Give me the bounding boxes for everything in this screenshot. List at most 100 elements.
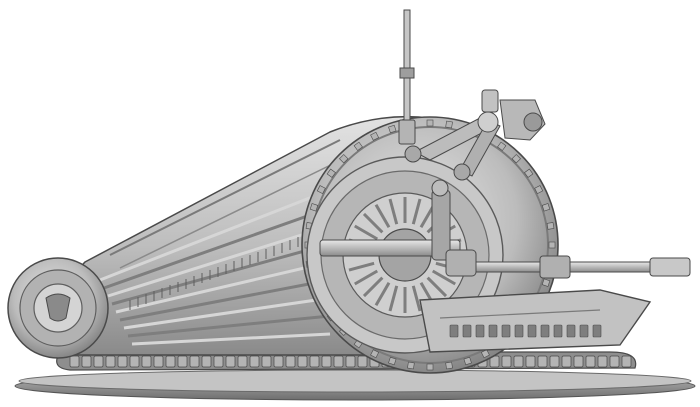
front-chassis	[419, 289, 652, 353]
gear-tooth	[548, 241, 556, 249]
chassis-vent	[475, 324, 485, 338]
hub-slot	[411, 285, 422, 312]
gear-tooth	[497, 141, 507, 151]
hull-panel-ribs	[99, 188, 331, 346]
hull-rib	[123, 296, 331, 330]
tread-segment	[189, 355, 200, 368]
hub-slot	[362, 276, 384, 298]
tread-segment	[321, 355, 332, 368]
gear-tooth	[353, 141, 363, 151]
gear-tooth	[407, 361, 415, 370]
hub-slot	[388, 285, 399, 312]
tread-segment	[285, 355, 296, 368]
hull-rib	[127, 314, 331, 338]
chassis-vent	[527, 324, 537, 338]
tread-segments	[69, 355, 632, 368]
display-base	[14, 369, 696, 401]
gear-tooth	[339, 154, 349, 164]
gear-tooth	[316, 185, 326, 195]
tread-segment	[213, 355, 224, 368]
tread-segment	[345, 355, 356, 368]
gunner-figure	[431, 179, 477, 277]
hub-slot	[374, 281, 391, 306]
gear-tooth	[445, 120, 453, 129]
chassis-vent	[579, 324, 589, 338]
gear-tooth	[534, 185, 544, 195]
tread-segment	[273, 355, 284, 368]
tread-segment	[105, 355, 116, 368]
gear-tooth	[541, 203, 551, 212]
hub-slot	[354, 224, 379, 241]
tread-segment	[249, 355, 260, 368]
hull-rib	[107, 224, 331, 298]
tread-segment	[501, 355, 512, 368]
hub-slot	[431, 269, 456, 286]
chassis-vent	[462, 324, 472, 338]
hull-rib	[111, 242, 331, 306]
gear-tooth	[370, 349, 380, 359]
chassis-vent	[566, 324, 576, 338]
hull-rib	[119, 278, 331, 322]
antenna-mast	[398, 9, 416, 145]
tread-segment	[597, 355, 608, 368]
tread-segment	[561, 355, 572, 368]
tread-segment	[537, 355, 548, 368]
tread-segment	[201, 355, 212, 368]
gear-tooth	[388, 356, 397, 366]
gear-tooth	[309, 203, 319, 212]
gear-tooth	[370, 131, 380, 141]
chassis-vents	[449, 324, 602, 338]
tread-segment	[153, 355, 164, 368]
gear-tooth	[511, 154, 521, 164]
tread-segment	[549, 355, 560, 368]
tread-segment	[117, 355, 128, 368]
tread-segment	[609, 355, 620, 368]
gear-tooth	[546, 222, 555, 230]
hull-rib	[99, 188, 331, 282]
tread-segment	[573, 355, 584, 368]
gear-tooth	[541, 278, 551, 287]
tread-segment	[165, 355, 176, 368]
tread-segment	[81, 355, 92, 368]
tread-segment	[69, 355, 80, 368]
tread-segment	[261, 355, 272, 368]
hub-slot	[348, 261, 375, 272]
tread-segment	[333, 355, 344, 368]
hub-slot	[354, 269, 379, 286]
hull-rib	[115, 260, 331, 314]
gear-tooth	[463, 356, 472, 366]
hub-slot	[374, 204, 391, 229]
chassis-vent	[540, 324, 550, 338]
main-cannon	[319, 239, 691, 279]
tread-segment	[297, 355, 308, 368]
gear-tooth	[326, 168, 336, 178]
gear-tooth	[426, 119, 434, 127]
tread-segment	[621, 355, 632, 368]
tread-segment	[585, 355, 596, 368]
rear-wheel	[7, 257, 109, 359]
tread-segment	[177, 355, 188, 368]
hub-slot	[362, 212, 384, 234]
tread-segment	[129, 355, 140, 368]
tread-segment	[513, 355, 524, 368]
tread-segment	[525, 355, 536, 368]
chassis-vent	[592, 324, 602, 338]
chassis-vent	[488, 324, 498, 338]
gear-tooth	[388, 124, 397, 134]
tread-segment	[237, 355, 248, 368]
gear-tooth	[445, 361, 453, 370]
hub-slot	[388, 198, 399, 225]
chassis-vent	[514, 324, 524, 338]
tread-segment	[141, 355, 152, 368]
hull-rib	[131, 332, 331, 346]
tread-segment	[93, 355, 104, 368]
sensor-arm	[404, 89, 546, 181]
hull-rib	[103, 206, 331, 290]
chassis-vent	[553, 324, 563, 338]
tread-segment	[357, 355, 368, 368]
hub-slot	[411, 198, 422, 225]
tread-segment	[309, 355, 320, 368]
gear-tooth	[524, 168, 534, 178]
gear-tooth	[480, 349, 490, 359]
